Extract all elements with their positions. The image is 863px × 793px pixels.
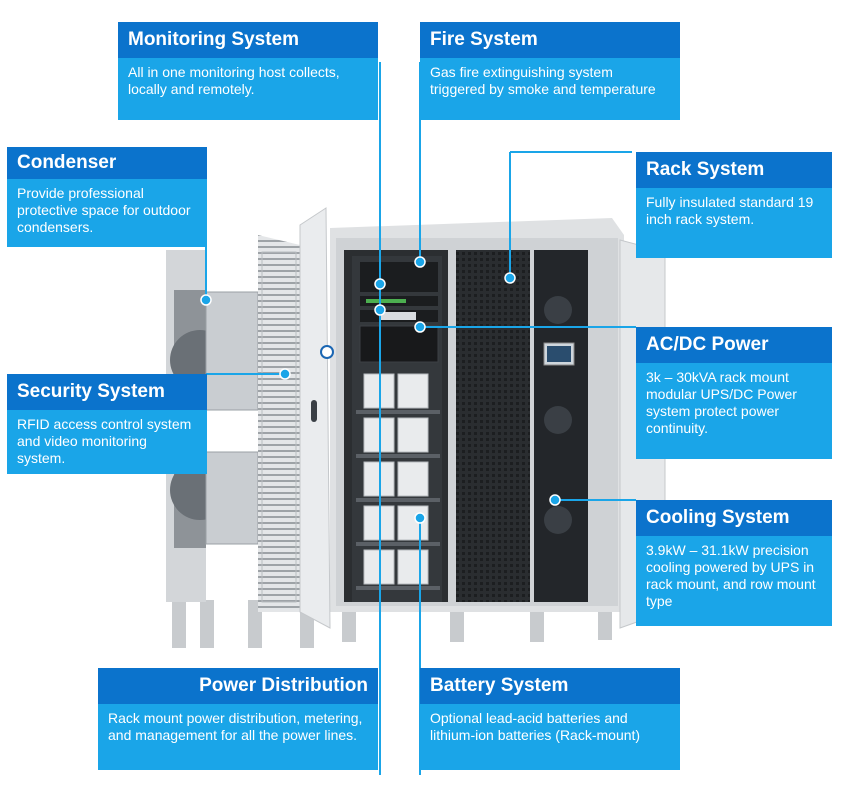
callout-title: Battery System <box>420 668 680 704</box>
callout-title: AC/DC Power <box>636 327 832 363</box>
callout-monitoring-system: Monitoring System All in one monitoring … <box>118 22 378 120</box>
callout-text: All in one monitoring host collects, loc… <box>128 64 340 97</box>
callout-text: RFID access control system and video mon… <box>17 416 192 466</box>
callout-battery-system: Battery System Optional lead-acid batter… <box>420 668 680 770</box>
callout-text: Gas fire extinguishing system triggered … <box>430 64 656 97</box>
callout-title: Condenser <box>7 147 207 179</box>
callout-text: 3.9kW – 31.1kW precision cooling powered… <box>646 542 816 609</box>
callout-cooling-system: Cooling System 3.9kW – 31.1kW precision … <box>636 500 832 626</box>
callout-text: Provide professional protective space fo… <box>17 185 191 235</box>
callout-title: Power Distribution <box>98 668 378 704</box>
callout-title: Rack System <box>636 152 832 188</box>
callout-title: Cooling System <box>636 500 832 536</box>
callout-power-distribution: Power Distribution Rack mount power dist… <box>98 668 378 770</box>
callout-text: 3k – 30kVA rack mount modular UPS/DC Pow… <box>646 369 797 436</box>
leader-dots <box>200 256 561 524</box>
callout-title: Monitoring System <box>118 22 378 58</box>
callout-acdc-power: AC/DC Power 3k – 30kVA rack mount modula… <box>636 327 832 459</box>
callout-rack-system: Rack System Fully insulated standard 19 … <box>636 152 832 258</box>
callout-title: Fire System <box>420 22 680 58</box>
callout-condenser: Condenser Provide professional protectiv… <box>7 147 207 247</box>
callout-text: Fully insulated standard 19 inch rack sy… <box>646 194 814 227</box>
callout-text: Rack mount power distribution, metering,… <box>108 710 363 743</box>
callout-text: Optional lead-acid batteries and lithium… <box>430 710 641 743</box>
callout-fire-system: Fire System Gas fire extinguishing syste… <box>420 22 680 120</box>
callout-security-system: Security System RFID access control syst… <box>7 374 207 474</box>
callout-title: Security System <box>7 374 207 410</box>
